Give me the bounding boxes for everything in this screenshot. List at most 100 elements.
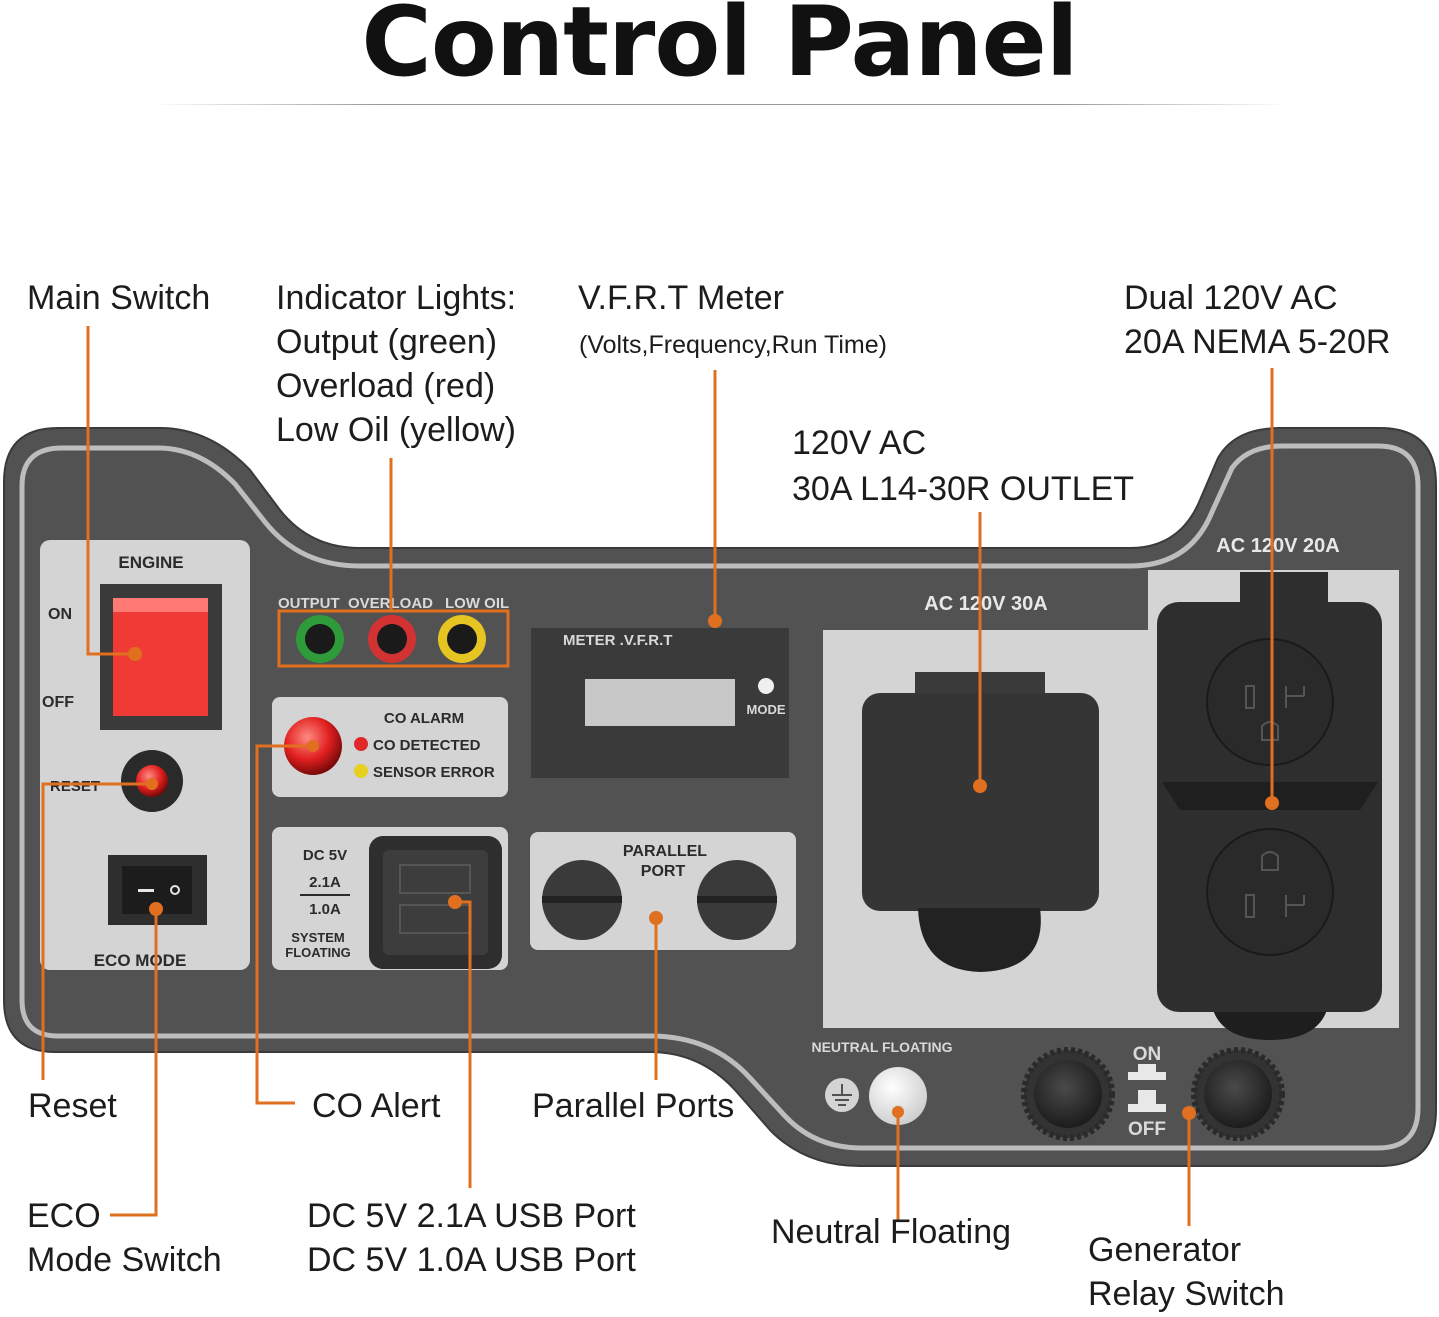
- callout-ac30-line1: 120V AC: [792, 424, 927, 462]
- leader-dots: [128, 614, 1279, 1120]
- dc5v-label: DC 5V: [303, 847, 347, 864]
- title-divider: [150, 104, 1290, 105]
- callout-ac30: 120V AC 30A L14-30R OUTLET: [792, 420, 1134, 512]
- callout-indicator-overload: Overload (red): [276, 367, 496, 405]
- eco-mode-label: ECO MODE: [94, 951, 187, 970]
- relay-knob-left-face: [1034, 1060, 1102, 1128]
- engine-off-label: OFF: [42, 694, 74, 711]
- overload-led: [377, 624, 407, 654]
- dot-vfrt: [708, 614, 722, 628]
- ac20-label: AC 120V 20A: [1216, 535, 1339, 557]
- meter-label: METER .V.F.R.T: [563, 632, 672, 649]
- main-switch-highlight: [113, 598, 208, 612]
- callout-indicator-low-oil: Low Oil (yellow): [276, 411, 516, 449]
- low-oil-led: [447, 624, 477, 654]
- dot-reset: [146, 778, 158, 790]
- parallel-label: PARALLEL: [623, 843, 707, 860]
- callout-relay: Generator Relay Switch: [1088, 1228, 1285, 1316]
- ac20-top-slot-neutral: [1245, 685, 1255, 709]
- ground-icon-glyph: [832, 1084, 852, 1106]
- dot-relay: [1182, 1106, 1196, 1120]
- meter-display: [585, 679, 735, 726]
- callout-dual-ac-line1: Dual 120V AC: [1124, 279, 1338, 317]
- ac20-bottom-slot-neutral: [1245, 894, 1255, 918]
- usb-port-recess: [383, 850, 488, 955]
- callout-indicator-title: Indicator Lights:: [276, 279, 517, 317]
- ac20-receptacle-bottom[interactable]: [1206, 828, 1334, 956]
- usb-10a-label: 1.0A: [309, 901, 341, 918]
- usb-21a-label: 2.1A: [309, 874, 341, 891]
- ac30-label: AC 120V 30A: [924, 593, 1047, 615]
- leader-reset: [41, 782, 152, 1080]
- dot-ac20: [1265, 796, 1279, 810]
- dot-neutral: [892, 1106, 904, 1118]
- relay-knob-right-face: [1204, 1060, 1272, 1128]
- dot-ac30: [973, 779, 987, 793]
- ac30-cover-latch: [918, 908, 1041, 972]
- callout-indicator-lights: Indicator Lights: Output (green) Overloa…: [276, 276, 516, 452]
- eco-switch-circle: [170, 885, 180, 895]
- callout-main-switch: Main Switch: [27, 279, 211, 317]
- callout-co-alert: CO Alert: [312, 1087, 441, 1125]
- relay-on-label: ON: [1133, 1044, 1162, 1065]
- callout-parallel-ports: Parallel Ports: [532, 1087, 735, 1125]
- output-led-label: OUTPUT: [278, 595, 340, 612]
- eco-switch-dash: [138, 889, 154, 892]
- ac20-hinge: [1240, 572, 1328, 602]
- neutral-floating-terminal[interactable]: [869, 1067, 927, 1125]
- ac30-l14-outlet-cover[interactable]: [862, 693, 1099, 911]
- parallel-port-left-slot: [542, 896, 622, 903]
- indicator-lights-box: [277, 609, 510, 668]
- callout-eco-line2: Mode Switch: [27, 1241, 222, 1279]
- callout-usb-line2: DC 5V 1.0A USB Port: [307, 1241, 636, 1279]
- callout-ac30-line2: 30A L14-30R OUTLET: [792, 470, 1135, 508]
- neutral-floating-panel-label: NEUTRAL FLOATING: [811, 1039, 952, 1055]
- engine-label: ENGINE: [118, 553, 183, 572]
- callout-vfrt-sub: (Volts,Frequency,Run Time): [579, 331, 887, 359]
- dot-eco: [149, 902, 163, 916]
- dot-usb: [448, 895, 462, 909]
- callout-indicator-output: Output (green): [276, 323, 498, 361]
- co-detected-label: CO DETECTED: [373, 737, 481, 754]
- callout-eco: ECO Mode Switch: [27, 1194, 222, 1282]
- callout-eco-line1: ECO: [27, 1197, 101, 1235]
- panel-inner-outline: [19, 443, 1421, 1151]
- low-oil-led-label: LOW OIL: [445, 595, 509, 612]
- sensor-error-led: [354, 764, 368, 778]
- port-label: PORT: [641, 863, 686, 880]
- relay-off-label: OFF: [1128, 1119, 1166, 1140]
- callout-neutral-floating: Neutral Floating: [771, 1213, 1012, 1251]
- callout-reset: Reset: [28, 1087, 117, 1125]
- engine-on-label: ON: [48, 606, 72, 623]
- leader-eco: [110, 909, 158, 1217]
- dot-co-alert: [307, 740, 319, 752]
- callout-dual-ac-line2: 20A NEMA 5-20R: [1124, 323, 1391, 361]
- reset-label: RESET: [50, 778, 100, 795]
- callout-relay-line1: Generator: [1088, 1231, 1242, 1269]
- ac20-receptacle-top[interactable]: [1206, 638, 1334, 766]
- relay-on-glyph: [1128, 1064, 1166, 1080]
- leader-main-switch: [86, 326, 135, 656]
- co-detected-led: [354, 737, 368, 751]
- ac20-bottom-ground: [1261, 851, 1279, 871]
- meter-mode-button[interactable]: [758, 678, 774, 694]
- dot-main-switch: [128, 647, 142, 661]
- system-label: SYSTEM: [291, 930, 344, 945]
- relay-off-glyph: [1128, 1090, 1166, 1112]
- ac20-top-slot-hot: [1285, 686, 1305, 708]
- callout-relay-line2: Relay Switch: [1088, 1275, 1285, 1313]
- main-switch-rocker[interactable]: [113, 598, 208, 716]
- ac20-cover-seam: [1162, 782, 1378, 810]
- co-alarm-label: CO ALARM: [384, 710, 464, 727]
- callout-dual-ac: Dual 120V AC 20A NEMA 5-20R: [1124, 276, 1390, 364]
- floating-label: FLOATING: [285, 945, 350, 960]
- output-led: [305, 624, 335, 654]
- ac20-bottom-slot-hot: [1285, 895, 1305, 917]
- meter-mode-label: MODE: [747, 702, 786, 717]
- callout-vfrt-meter: V.F.R.T Meter: [578, 279, 784, 317]
- page-title: Control Panel: [361, 0, 1078, 98]
- co-alarm-section: [272, 697, 508, 797]
- usb-port-a: [399, 864, 471, 894]
